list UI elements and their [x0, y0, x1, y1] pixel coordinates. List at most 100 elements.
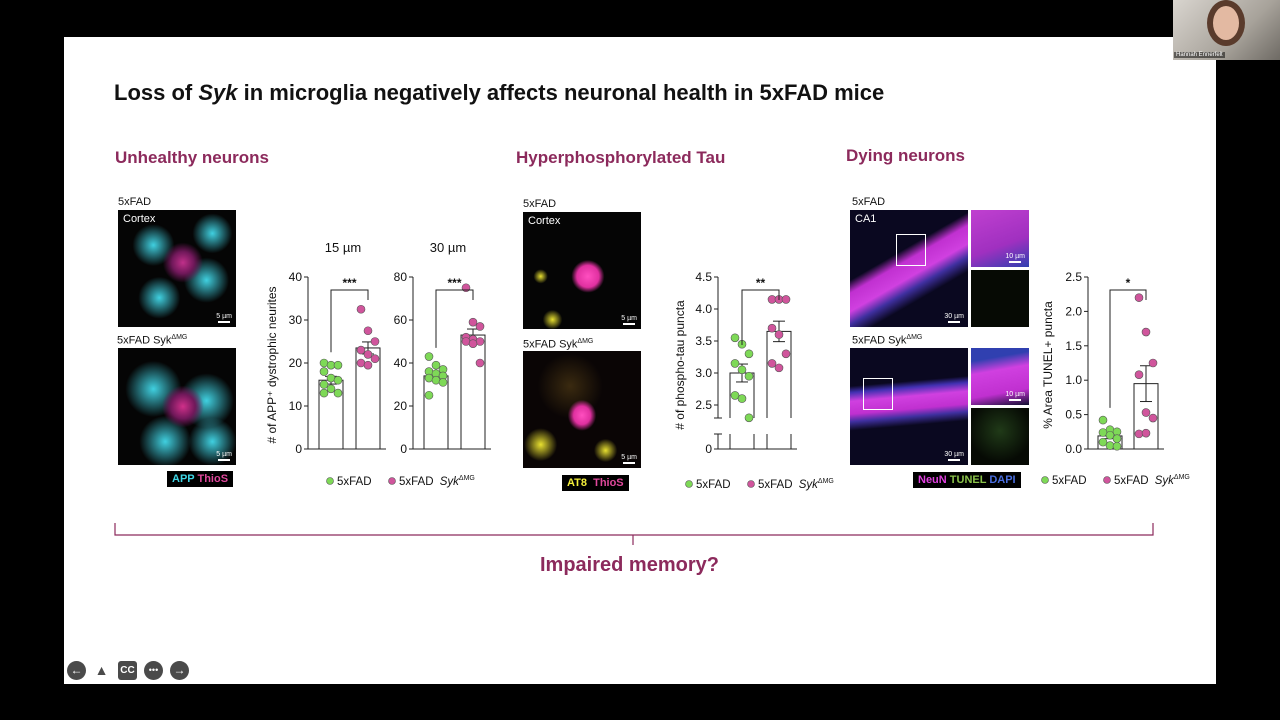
data-point-syk: [363, 360, 373, 370]
significance-bracket: [1109, 289, 1147, 408]
y-tick-label: 0.5: [1065, 408, 1082, 422]
data-point-syk: [356, 345, 366, 355]
stain-legend-app-thios: APP ThioS: [167, 471, 234, 487]
y-tick-label: 1.0: [1065, 373, 1082, 387]
data-point-syk: [475, 358, 485, 368]
data-point-5xfad: [438, 378, 448, 387]
microscopy-image-tau-5xfad: Cortex 5 µm: [523, 212, 641, 329]
data-point-5xfad: [737, 394, 747, 403]
data-point-syk: [1141, 428, 1151, 438]
significance-bracket: [330, 289, 369, 353]
summary-bracket: [114, 523, 1154, 536]
inset-box: [896, 234, 926, 266]
chart-title: 15 µm: [325, 240, 361, 255]
data-point-syk: [1134, 293, 1144, 302]
webcam-thumbnail[interactable]: Hannah Ennerfelt: [1173, 0, 1280, 60]
y-tick-label: 2.5: [695, 398, 712, 412]
y-tick-label: 0.0: [1065, 442, 1082, 456]
y-tick-label: 80: [394, 270, 408, 284]
data-point-syk: [774, 330, 784, 339]
region-label: CA1: [855, 213, 877, 225]
data-point-syk: [461, 283, 471, 293]
y-axis-label: % Area TUNEL+ puncta: [1041, 301, 1055, 429]
bar-syk: [460, 334, 486, 450]
data-point-5xfad: [333, 388, 343, 398]
image-label-5xfad: 5xFAD: [118, 196, 152, 208]
legend-label-syk: 5xFAD SykΔMG: [399, 475, 475, 488]
y-tick-label: 0: [705, 442, 712, 456]
legend-marker-5xfad: [1041, 476, 1049, 484]
bar-5xfad: [729, 372, 755, 450]
legend-marker-5xfad: [326, 477, 334, 485]
participant-video: [1213, 6, 1239, 40]
previous-slide-button[interactable]: ←: [67, 661, 86, 680]
scale-bar: 5 µm: [621, 315, 637, 325]
y-axis-label: # of APP⁺ dystrophic neurites: [265, 286, 279, 443]
region-label: Cortex: [123, 213, 156, 225]
y-tick-label: 20: [289, 356, 303, 370]
significance-bracket: [435, 289, 474, 348]
microscopy-image-app-5xfad: Cortex 5 µm: [118, 210, 236, 327]
data-point-5xfad: [730, 333, 740, 343]
microscopy-image-tau-syk: 5 µm: [523, 351, 641, 468]
legend-marker-syk: [388, 477, 396, 485]
data-point-5xfad: [730, 391, 740, 400]
data-point-5xfad: [737, 365, 747, 375]
microscopy-image-app-syk: 5 µm: [118, 348, 236, 465]
data-point-5xfad: [326, 384, 336, 394]
data-point-5xfad: [319, 388, 329, 398]
inset-image-tunel-5xfad: [971, 270, 1029, 327]
y-tick-label: 4.0: [695, 302, 712, 316]
data-point-syk: [767, 323, 777, 333]
microscopy-image-neun-5xfad: CA1 30 µm: [850, 210, 968, 327]
significance-bracket: [741, 289, 780, 345]
bar-5xfad: [423, 375, 449, 450]
participant-name: Hannah Ennerfelt: [1174, 52, 1225, 58]
inset-image-tunel-syk: [971, 408, 1029, 465]
data-point-syk: [370, 337, 380, 346]
scale-bar: 5 µm: [216, 451, 232, 461]
stain-legend-neun-tunel-dapi: NeuN TUNEL DAPI: [913, 472, 1021, 488]
data-point-5xfad: [333, 375, 343, 385]
inset-box: [863, 378, 893, 410]
data-point-syk: [468, 317, 478, 327]
y-tick-label: 3.0: [695, 366, 712, 380]
y-tick-label: 40: [394, 356, 408, 370]
data-point-syk: [363, 326, 373, 336]
chart-title: 30 µm: [430, 240, 466, 255]
bar-break-mask: [766, 418, 792, 434]
pointer-button[interactable]: ▲: [94, 662, 109, 678]
y-tick-label: 30: [289, 313, 303, 327]
more-options-button[interactable]: •••: [144, 661, 163, 680]
y-tick-label: 20: [394, 399, 408, 413]
data-point-5xfad: [744, 413, 754, 423]
legend-marker-syk: [1103, 476, 1111, 484]
image-label-5xfad: 5xFAD: [852, 196, 886, 208]
heading-hyperphosphorylated-tau: Hyperphosphorylated Tau: [516, 148, 726, 167]
data-point-syk: [1134, 370, 1144, 379]
data-point-syk: [781, 349, 791, 359]
slide-title: Loss of Syk in microglia negatively affe…: [114, 80, 885, 105]
significance-stars: *: [1126, 276, 1131, 290]
next-slide-button[interactable]: →: [170, 661, 189, 680]
data-point-5xfad: [319, 367, 329, 376]
data-point-5xfad: [730, 359, 740, 368]
microscopy-image-neun-syk: 30 µm: [850, 348, 968, 465]
scale-bar: 30 µm: [944, 313, 964, 323]
y-tick-label: 4.5: [695, 270, 712, 284]
data-point-5xfad: [1112, 441, 1122, 451]
y-tick-label: 3.5: [695, 334, 712, 348]
legend-label-5xfad: 5xFAD: [1052, 475, 1087, 487]
inset-image-neun-5xfad: 10 µm: [971, 210, 1029, 267]
data-point-syk: [774, 363, 784, 373]
data-point-5xfad: [1098, 437, 1108, 447]
y-axis-label: # of phospho-tau puncta: [673, 300, 687, 430]
legend-label-5xfad: 5xFAD: [337, 476, 372, 488]
scale-bar: 5 µm: [216, 313, 232, 323]
data-point-5xfad: [744, 349, 754, 359]
image-label-syk: 5xFAD SykΔMG: [852, 334, 923, 347]
data-point-5xfad: [1098, 415, 1108, 425]
data-point-syk: [1148, 358, 1158, 368]
y-tick-label: 40: [289, 270, 303, 284]
captions-button[interactable]: CC: [118, 661, 137, 680]
